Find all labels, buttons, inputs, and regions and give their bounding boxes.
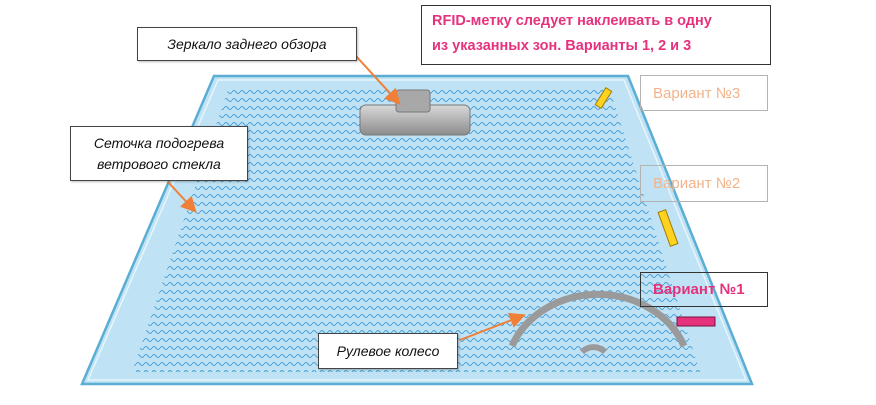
rear-view-mirror xyxy=(359,89,471,136)
callout-heating-grid: Сеточка подогрева ветрового стекла xyxy=(70,126,248,181)
rfid-tag-zone-2 xyxy=(657,209,679,247)
variant-label-2: Вариант №2 xyxy=(640,165,768,202)
instruction-line-2: из указанных зон. Варианты 1, 2 и 3 xyxy=(432,38,692,55)
rfid-tag-zone-3 xyxy=(594,86,613,110)
arrow-steering-wheel xyxy=(459,312,526,341)
arrow-mirror xyxy=(355,55,401,105)
steering-wheel xyxy=(508,290,688,355)
variant-label-3: Вариант №3 xyxy=(640,75,768,111)
windshield-inner-edge xyxy=(86,79,748,381)
arrow-heating-grid xyxy=(167,181,197,213)
variant-label-1: Вариант №1 xyxy=(640,272,768,307)
instruction-line-1: RFID-метку следует наклеивать в одну xyxy=(432,13,712,29)
callout-mirror: Зеркало заднего обзора xyxy=(137,27,357,61)
instruction-note: RFID-метку следует наклеивать в одну из … xyxy=(421,5,771,65)
rfid-tag-zone-1 xyxy=(676,316,716,327)
callout-steering-wheel: Рулевое колесо xyxy=(318,333,458,369)
